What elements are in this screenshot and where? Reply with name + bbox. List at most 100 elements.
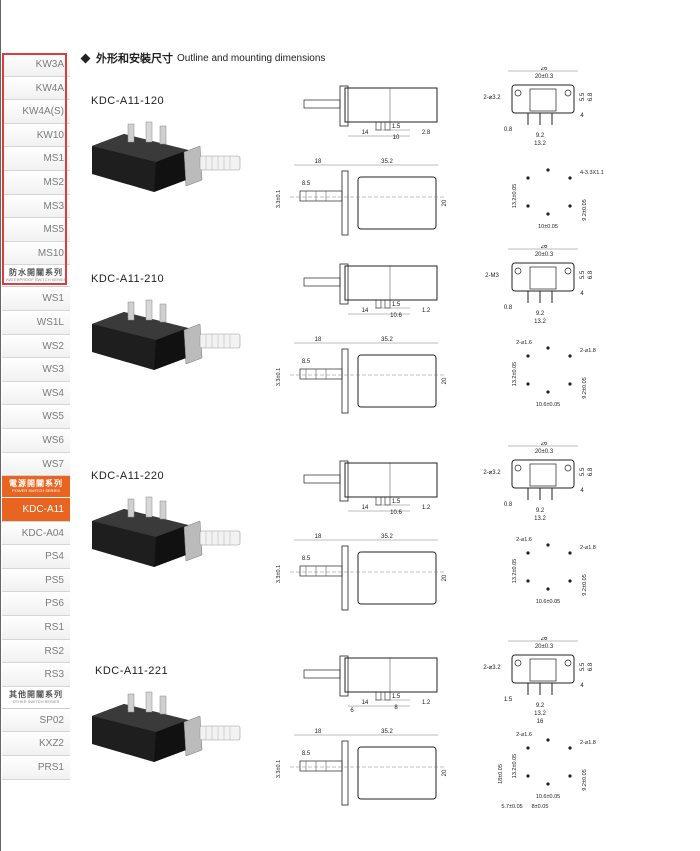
model-name: KDC-A11-220 [91, 470, 165, 482]
end-dim-h2: 5.5 [580, 662, 586, 671]
sidebar-item-ws7[interactable]: WS7 [2, 452, 70, 477]
model-name: KDC-A11-120 [91, 95, 165, 107]
sidebar-item-ms1[interactable]: MS1 [2, 147, 70, 171]
side-dim-c: 1.5 [392, 694, 401, 700]
pcb-dim-hole: 2-⌀1.8 [580, 545, 596, 551]
sidebar-item-ps5[interactable]: PS5 [2, 568, 70, 593]
top-dim-height: 20 [442, 199, 448, 206]
sidebar-item-kdc-a11[interactable]: KDC-A11 [2, 498, 70, 522]
sidebar-item-ws1[interactable]: WS1 [2, 287, 70, 311]
pcb-dim-vert: 13.2±0.05 [512, 362, 518, 386]
sidebar-item-ms3[interactable]: MS3 [2, 194, 70, 219]
sidebar-item-ps6[interactable]: PS6 [2, 592, 70, 617]
sidebar-item-ws5[interactable]: WS5 [2, 405, 70, 429]
sidebar-item-ms5[interactable]: MS5 [2, 218, 70, 242]
sidebar-item-kdc-a04[interactable]: KDC-A04 [2, 521, 70, 546]
top-dim-lead: 18 [315, 729, 322, 735]
sidebar-item-ms2[interactable]: MS2 [2, 170, 70, 195]
end-dim-h3: 4 [580, 488, 584, 494]
sidebar-item-kw4a-s[interactable]: KW4A(S) [2, 100, 70, 124]
end-dim-width: 26 [541, 637, 548, 642]
model-name: KDC-A11-210 [91, 273, 165, 285]
left-margin-line [0, 0, 1, 851]
end-dim-pitch3: 13.2 [534, 516, 546, 522]
diamond-bullet-icon [80, 53, 91, 63]
sidebar-item-kw3a[interactable]: KW3A [2, 53, 70, 77]
series-sidebar: 微動開關系列MICRO SWITCH SERIESKW3AKW4AKW4A(S)… [2, 53, 70, 780]
pcb-dim-horiz: 10.6±0.05 [536, 794, 560, 800]
top-dim-height: 20 [442, 574, 448, 581]
pcb-layout-drawing: 2-⌀1.82-⌀1.613.2±0.0510.6±0.059.2±0.0518… [498, 732, 596, 810]
sidebar-item-kxz2[interactable]: KXZ2 [2, 732, 70, 757]
sidebar-item-sp02[interactable]: SP02 [2, 708, 70, 733]
pcb-dim-hole2: 2-⌀1.6 [516, 732, 532, 738]
sidebar-item-kw4a[interactable]: KW4A [2, 76, 70, 101]
switch-photo [92, 299, 241, 370]
page-header: 外形和安裝尺寸 Outline and mounting dimensions [80, 51, 325, 65]
side-dim-b: 10.6 [390, 313, 402, 319]
end-dim-pitch3: 13.2 [534, 319, 546, 325]
pcb-dim-vert2: 9.2±0.05 [582, 769, 588, 790]
side-dim-c: 1.5 [392, 124, 401, 130]
sidebar-item-ps4[interactable]: PS4 [2, 545, 70, 569]
page-title-cn: 外形和安裝尺寸 [96, 53, 173, 65]
pcb-dim-hole: 2-⌀1.8 [580, 348, 596, 354]
end-dim-width2: 20±0.3 [535, 644, 554, 650]
sidebar-item-ws1l[interactable]: WS1L [2, 310, 70, 335]
top-dim-lead: 18 [315, 159, 322, 165]
switch-photo [92, 121, 241, 192]
sidebar-item-kw10[interactable]: KW10 [2, 123, 70, 148]
end-dim-h2: 5.5 [580, 92, 586, 101]
end-dim-pitch2: 9.2 [536, 133, 545, 139]
side-dim-a: 14 [362, 308, 369, 314]
end-dim-pitch2: 9.2 [536, 311, 545, 317]
end-dim-width: 26 [541, 442, 548, 447]
side-dim-a: 14 [362, 505, 369, 511]
end-dim-pitch1: 1.5 [504, 697, 513, 703]
sidebar-item-rs3[interactable]: RS3 [2, 663, 70, 687]
pcb-dim-hole2: 2-⌀1.6 [516, 537, 532, 543]
sidebar-item-ms10[interactable]: MS10 [2, 241, 70, 266]
pcb-dim-vert3: 18±0.05 [498, 764, 504, 784]
top-dim-height: 20 [442, 377, 448, 384]
end-dim-h3: 4 [580, 683, 584, 689]
side-dim-c: 1.5 [392, 302, 401, 308]
sidebar-item-ws6[interactable]: WS6 [2, 428, 70, 453]
end-dim-width2: 20±0.3 [535, 252, 554, 258]
sidebar-item-rs2[interactable]: RS2 [2, 639, 70, 664]
end-dim-width: 26 [541, 245, 548, 250]
pcb-dim-vert2: 9.2±0.05 [582, 574, 588, 595]
side-dim-d: 1.2 [422, 700, 431, 706]
model-name: KDC-A11-221 [95, 665, 169, 677]
sidebar-item-ws3[interactable]: WS3 [2, 358, 70, 382]
end-dim-hole: 2-⌀3.2 [483, 95, 501, 101]
top-dim-pin: 8.5 [302, 556, 311, 562]
side-dim-d: 2.8 [422, 130, 431, 136]
end-dim-hole: 2-M3 [485, 273, 499, 279]
group-title-cn: 其他開關系列 [9, 689, 63, 699]
end-dim-pitch1: 0.8 [504, 305, 513, 311]
pcb-dim-hole: 4-3.3X1.1 [580, 170, 604, 176]
side-dim-d: 1.2 [422, 505, 431, 511]
end-dim-pitch1: 0.8 [504, 127, 513, 133]
top-dim-height: 20 [442, 769, 448, 776]
pcb-dim-hole2: 2-⌀1.6 [516, 340, 532, 346]
end-dim-hole: 2-⌀3.2 [483, 470, 501, 476]
side-dim-c: 1.5 [392, 499, 401, 505]
top-dim-vert: 3.3±0.1 [276, 565, 282, 583]
sidebar-item-ws2[interactable]: WS2 [2, 334, 70, 359]
sidebar-item-prs1[interactable]: PRS1 [2, 756, 70, 780]
group-title-en: OTHER SWITCH SERIES [12, 698, 60, 704]
end-dim-pitch3: 13.2 [534, 141, 546, 147]
sidebar-item-rs1[interactable]: RS1 [2, 616, 70, 640]
sidebar-item-ws4[interactable]: WS4 [2, 381, 70, 406]
